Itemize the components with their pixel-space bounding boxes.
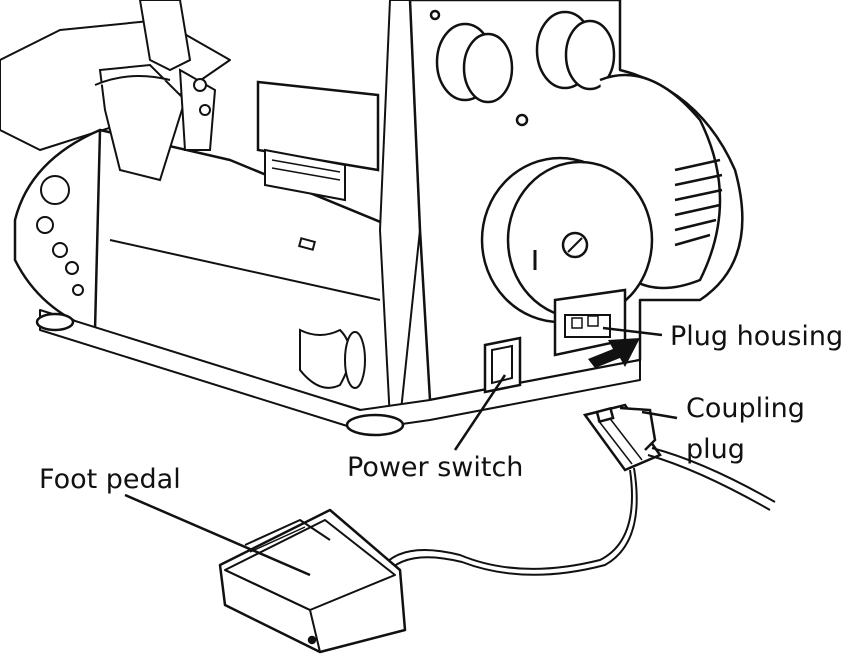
power-switch-leader bbox=[453, 374, 507, 451]
coupling-plug-label-line2: plug bbox=[686, 434, 745, 465]
machine-window bbox=[256, 80, 380, 202]
coupling-plug bbox=[582, 403, 662, 472]
needle-assembly bbox=[94, 0, 217, 182]
coupling-plug-label-line1: Coupling bbox=[686, 393, 805, 424]
left-side-dials bbox=[36, 175, 84, 296]
coupling-plug-leader bbox=[641, 410, 678, 420]
leader-lines bbox=[124, 326, 678, 577]
plug-housing bbox=[553, 288, 627, 357]
foot-pedal bbox=[218, 508, 407, 654]
tension-knobs bbox=[429, 9, 616, 127]
plug-housing-leader bbox=[602, 326, 663, 337]
insertion-arrow bbox=[588, 338, 640, 368]
foot-pedal-label: Foot pedal bbox=[39, 464, 181, 495]
plug-housing-label: Plug housing bbox=[670, 321, 843, 352]
front-cover-details bbox=[109, 237, 381, 389]
power-switch bbox=[483, 336, 522, 394]
foot-pedal-leader bbox=[124, 493, 311, 577]
power-cords bbox=[379, 447, 776, 576]
power-switch-label: Power switch bbox=[347, 452, 523, 483]
